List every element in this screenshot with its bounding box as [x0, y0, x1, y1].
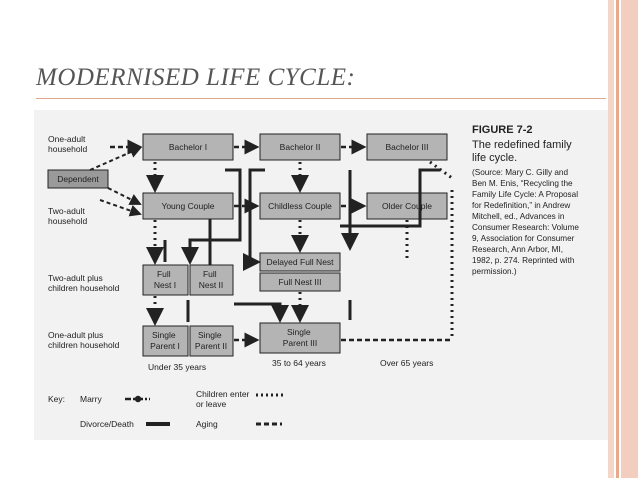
svg-text:Bachelor III: Bachelor III [386, 142, 429, 152]
key-label: Key: [48, 394, 65, 404]
figure-title: The redefined family life cycle. [472, 139, 575, 164]
single-parent-ii-box: Single Parent II [189, 325, 234, 357]
side-bar-light [608, 0, 614, 478]
dependent-connectors [89, 146, 142, 217]
key-divorce-label: Divorce/Death [80, 419, 134, 429]
single-parent-i-box: Single Parent I [142, 325, 189, 357]
title-divider [36, 98, 606, 99]
side-bar-dark [621, 0, 638, 478]
row-label-two-adult-children: Two-adult plus children household [48, 273, 120, 293]
age-label-under-35: Under 35 years [148, 362, 206, 372]
decorative-side-bar [608, 0, 638, 478]
bachelor-iii-box: Bachelor III [366, 133, 448, 161]
key-children-label: Children enter or leave [196, 389, 252, 409]
side-bar-mid [616, 0, 619, 478]
svg-text:Full Nest II: Full Nest II [199, 269, 224, 290]
row-label-two-adult: Two-adult household [48, 206, 88, 226]
children-connectors [146, 160, 454, 340]
svg-text:Single Parent II: Single Parent II [195, 330, 227, 351]
svg-text:Bachelor II: Bachelor II [280, 142, 321, 152]
bachelor-i-box: Bachelor I [142, 133, 234, 161]
svg-text:Bachelor I: Bachelor I [169, 142, 207, 152]
figure-source: (Source: Mary C. Gilly and Ben M. Enis, … [472, 168, 581, 276]
svg-text:Full Nest III: Full Nest III [279, 277, 322, 287]
age-label-over-65: Over 65 years [380, 358, 433, 368]
age-label-35-to-64: 35 to 64 years [272, 358, 326, 368]
svg-text:Full Nest I: Full Nest I [154, 269, 176, 290]
marry-divorce-connectors [163, 168, 440, 323]
full-nest-ii-box: Full Nest II [189, 264, 234, 296]
single-parent-iii-box: Single Parent III [259, 322, 341, 354]
dependent-box: Dependent [47, 169, 109, 189]
key-marry-label: Marry [80, 394, 102, 404]
figure-number: FIGURE 7-2 [472, 124, 533, 136]
young-couple-box: Young Couple [142, 192, 234, 220]
svg-text:Single Parent III: Single Parent III [283, 327, 318, 348]
svg-text:Older Couple: Older Couple [382, 201, 432, 211]
row-label-one-adult: One-adult household [48, 134, 88, 154]
svg-text:Dependent: Dependent [57, 174, 99, 184]
older-couple-box: Older Couple [366, 192, 448, 220]
figure-caption: FIGURE 7-2 The redefined family life cyc… [472, 124, 581, 276]
legend-key: Key: Marry Divorce/Death Children enter … [48, 389, 286, 429]
delayed-full-nest-box: Delayed Full Nest [259, 252, 341, 272]
row-label-one-adult-children: One-adult plus children household [48, 330, 120, 350]
key-aging-label: Aging [196, 419, 218, 429]
marry-symbol [125, 395, 150, 403]
slide-title: MODERNISED LIFE CYCLE: [36, 64, 356, 91]
full-nest-i-box: Full Nest I [142, 264, 189, 296]
bachelor-ii-box: Bachelor II [259, 133, 341, 161]
svg-text:Delayed Full Nest: Delayed Full Nest [266, 257, 334, 267]
childless-couple-box: Childless Couple [259, 192, 341, 220]
full-nest-iii-box: Full Nest III [259, 272, 341, 292]
svg-text:Young Couple: Young Couple [161, 201, 214, 211]
svg-text:Childless Couple: Childless Couple [268, 201, 332, 211]
svg-text:Single Parent I: Single Parent I [150, 330, 180, 351]
